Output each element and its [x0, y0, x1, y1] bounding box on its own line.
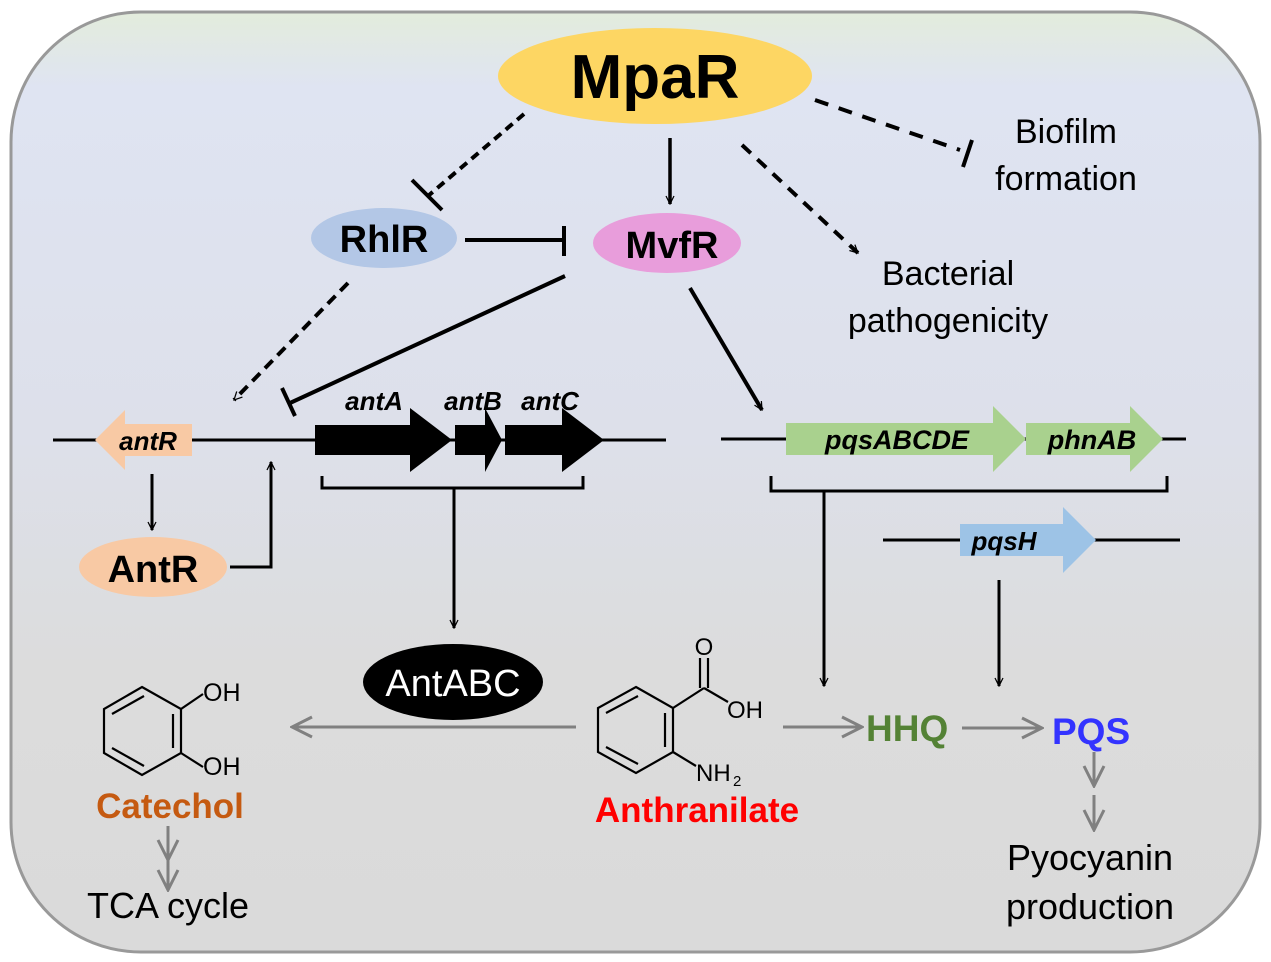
gene-antR[interactable]: antR — [95, 410, 192, 470]
antabc-node[interactable]: AntABC — [363, 644, 543, 720]
biofilm-label-2: formation — [995, 160, 1137, 198]
gene-antB[interactable]: antB — [444, 386, 502, 472]
rhlr-label: RhlR — [340, 219, 429, 261]
gene-pqsABCDE[interactable]: pqsABCDE — [786, 406, 1026, 472]
tca-cycle-label: TCA cycle — [87, 885, 249, 926]
gene-pqsABCDE-label: pqsABCDE — [824, 425, 970, 455]
mpar-node[interactable]: MpaR — [498, 28, 812, 124]
anthranilate-nh-subscript: 2 — [733, 773, 741, 790]
rhlr-node[interactable]: RhlR — [311, 208, 457, 268]
catechol-oh-2: OH — [203, 753, 241, 781]
pqs-bracket — [769, 476, 1169, 493]
anthranilate-label: Anthranilate — [595, 791, 799, 830]
mvfr-label: MvfR — [626, 225, 719, 267]
anthranilate-oh: OH — [727, 697, 763, 724]
antabc-label: AntABC — [385, 663, 520, 705]
anthranilate-o: O — [695, 634, 714, 661]
gene-pqsH-label: pqsH — [971, 526, 1038, 556]
anthranilate-nh: NH — [696, 760, 731, 787]
anthranilate-structure — [596, 658, 729, 775]
rhlr-activates-ant — [232, 281, 350, 402]
antr-label: AntR — [108, 549, 199, 591]
inhibition-bar — [280, 387, 297, 417]
mpar-inhibits-biofilm — [814, 98, 961, 152]
gene-phnAB-label: phnAB — [1047, 425, 1136, 455]
antr-node[interactable]: AntR — [79, 537, 227, 597]
pqs-label: PQS — [1052, 711, 1130, 752]
mpar-inhibits-rhlr — [426, 112, 526, 198]
gene-antB-label: antB — [444, 386, 502, 416]
gene-antA-label: antA — [345, 386, 403, 416]
pathogenicity-label-1: Bacterial — [882, 255, 1014, 293]
gene-phnAB[interactable]: phnAB — [1026, 406, 1163, 472]
antr-activates-ant — [230, 462, 271, 569]
mvfr-node[interactable]: MvfR — [593, 213, 741, 273]
gene-antR-label: antR — [119, 426, 177, 456]
mpar-label: MpaR — [571, 43, 740, 112]
mvfr-activates-pqs — [688, 286, 764, 410]
gene-antA[interactable]: antA — [315, 386, 452, 472]
pathogenicity-label-2: pathogenicity — [848, 302, 1048, 340]
mvfr-inhibits-ant — [289, 274, 566, 405]
gene-pqsH[interactable]: pqsH — [960, 507, 1096, 573]
catechol-label: Catechol — [96, 787, 244, 826]
gene-antC[interactable]: antC — [505, 386, 604, 472]
catechol-structure — [102, 685, 204, 777]
pyocyanin-label-2: production — [1006, 886, 1174, 927]
inhibition-bar — [410, 178, 444, 212]
mpar-activates-pathogenicity — [740, 143, 860, 255]
hhq-label: HHQ — [866, 708, 948, 749]
inhibition-bar — [961, 139, 974, 168]
biofilm-label-1: Biofilm — [1015, 113, 1117, 151]
pyocyanin-label-1: Pyocyanin — [1007, 837, 1173, 878]
catechol-oh-1: OH — [203, 679, 241, 707]
gene-antC-label: antC — [521, 386, 580, 416]
